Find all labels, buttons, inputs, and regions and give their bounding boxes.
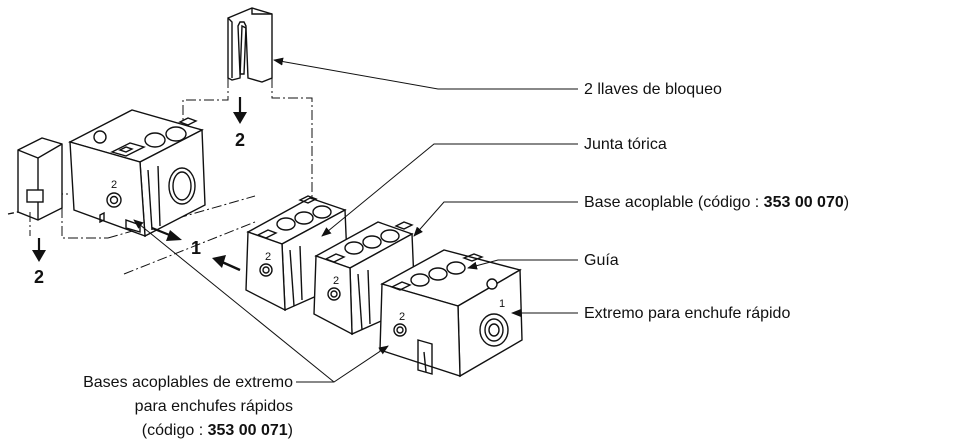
label-end-bases-line2: para enchufes rápidos	[134, 398, 293, 415]
right-end-base	[379, 249, 523, 378]
label-coupling-base-prefix: Base acoplable (código :	[584, 194, 764, 211]
step-number-left-key: 2	[34, 267, 44, 287]
locking-key-top	[227, 7, 273, 83]
port-2-mark-base-2: 2	[333, 275, 339, 287]
label-coupling-base-suffix: )	[843, 194, 850, 211]
locking-key-left	[7, 137, 63, 221]
port-2-mark-left-base: 2	[111, 179, 117, 191]
port-2-mark-base-1: 2	[265, 251, 271, 263]
label-end-bases-code-prefix: (código :	[141, 422, 208, 439]
port-1-mark-right-base: 1	[499, 298, 505, 310]
port-2-mark-right-base: 2	[399, 311, 405, 323]
label-quick-connector-end: Extremo para enchufe rápido	[584, 305, 791, 322]
arrow-push-1-small	[151, 226, 182, 241]
label-coupling-base-code: 353 00 070	[763, 194, 844, 211]
label-locking-keys: 2 llaves de bloqueo	[584, 81, 722, 98]
arrow-down-left	[32, 238, 46, 262]
step-number-push: 1	[191, 238, 201, 258]
coupling-base-1	[245, 195, 349, 312]
label-end-bases-code-suffix: )	[287, 422, 293, 439]
label-coupling-base: Base acoplable (código : 353 00 070)	[584, 193, 849, 212]
label-o-ring: Junta tórica	[584, 136, 667, 153]
step-number-top-key: 2	[235, 130, 245, 150]
leader-lines	[133, 57, 578, 383]
arrow-down-top	[233, 97, 247, 124]
label-end-bases-code: (código : 353 00 071)	[142, 421, 293, 440]
label-guide: Guía	[584, 252, 619, 269]
left-end-base	[68, 109, 206, 238]
label-end-bases-line1: Bases acoplables de extremo	[83, 374, 293, 391]
label-end-bases-code-value: 353 00 071	[207, 422, 288, 439]
arrow-push-1-large	[212, 255, 241, 272]
